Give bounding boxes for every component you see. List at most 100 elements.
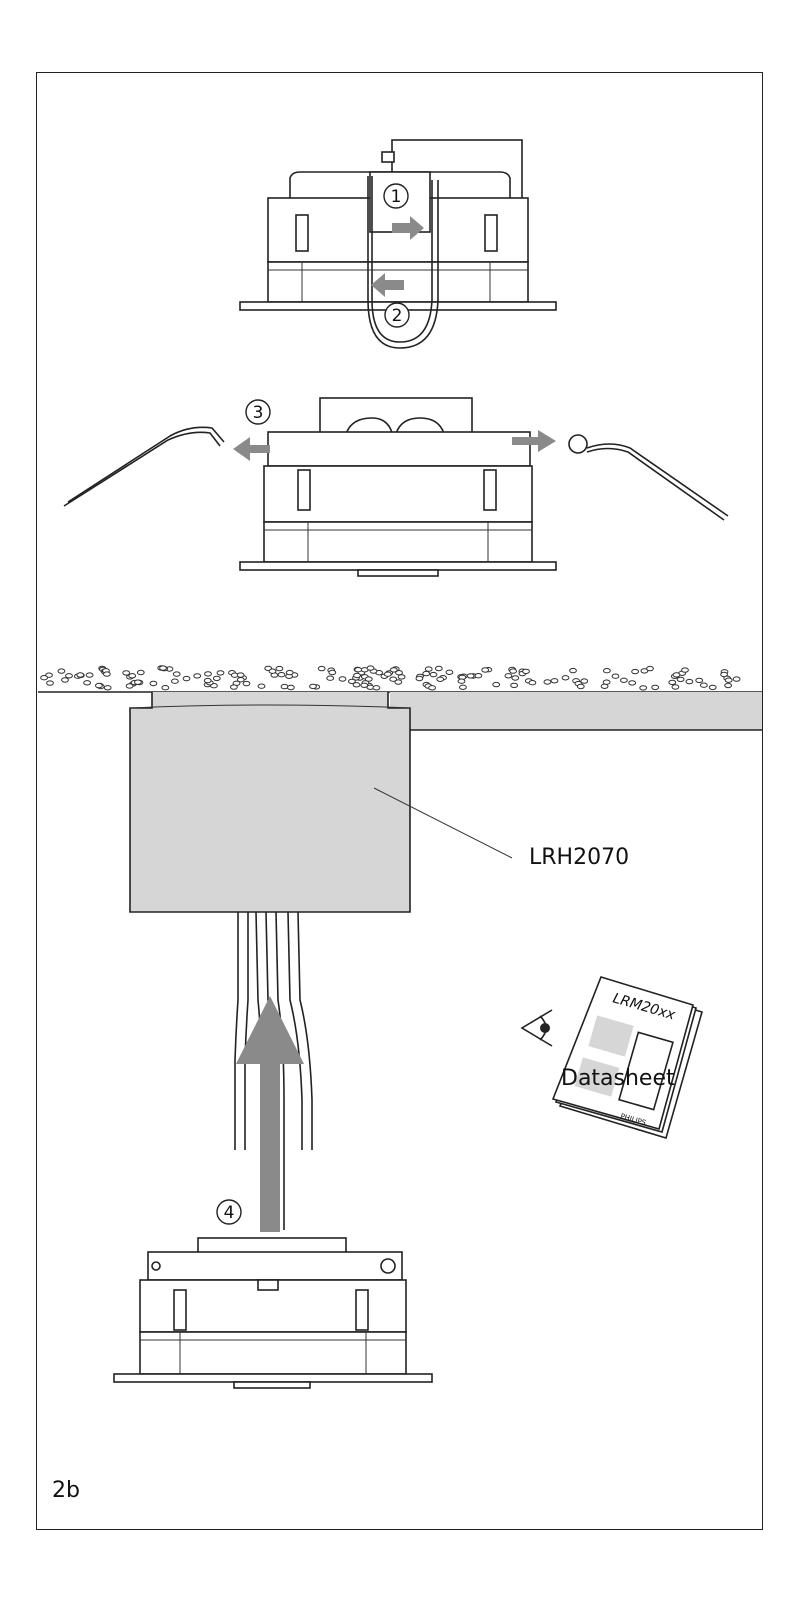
insulation-pebble bbox=[276, 666, 283, 670]
insulation-pebble bbox=[367, 666, 374, 670]
insulation-pebble bbox=[652, 685, 659, 689]
insulation-pebble bbox=[701, 683, 708, 687]
insulation-pebble bbox=[172, 679, 179, 683]
insulation-pebble bbox=[398, 675, 405, 679]
insulation-pebble bbox=[135, 680, 142, 684]
insulation-pebble bbox=[709, 685, 716, 689]
svg-text:2: 2 bbox=[392, 306, 403, 326]
insulation-pebble bbox=[77, 673, 84, 677]
insulation-pebble bbox=[621, 678, 628, 682]
step-badge-2: 2 bbox=[385, 303, 409, 327]
insulation-pebble bbox=[416, 676, 423, 680]
insulation-pebble bbox=[696, 678, 703, 682]
insulation-pebble bbox=[288, 685, 295, 689]
insulation-pebble bbox=[137, 670, 144, 674]
insulation-pebble bbox=[672, 685, 679, 689]
svg-text:3: 3 bbox=[253, 403, 264, 423]
insulation-pebble bbox=[562, 676, 569, 680]
insulation-pebble bbox=[217, 671, 224, 675]
insulation-pebble bbox=[84, 681, 91, 685]
insulation-pebble bbox=[329, 670, 336, 674]
insulation-pebble bbox=[194, 674, 201, 678]
insulation-pebble bbox=[365, 677, 372, 681]
ceiling-board bbox=[38, 692, 762, 912]
insulation-pebble bbox=[258, 684, 265, 688]
insulation-pebble bbox=[629, 681, 636, 685]
insulation-pebble bbox=[213, 676, 220, 680]
insulation-pebble bbox=[361, 683, 368, 687]
insulation-pebble bbox=[339, 677, 346, 681]
insulation-pebble bbox=[437, 677, 444, 681]
insulation-pebble bbox=[205, 672, 212, 676]
insulation-pebble bbox=[104, 686, 111, 690]
insulation-pebble bbox=[355, 668, 362, 672]
product-label: LRH2070 bbox=[529, 845, 629, 870]
insulation-pebble bbox=[237, 678, 244, 682]
insulation-pebble bbox=[150, 681, 157, 685]
insulation-pebble bbox=[603, 680, 610, 684]
insulation-pebble bbox=[725, 678, 732, 682]
fixture-middle bbox=[64, 398, 728, 576]
insulation-pebble bbox=[612, 674, 619, 678]
insulation-pebble bbox=[310, 684, 317, 688]
insulation-pebble bbox=[162, 686, 169, 690]
insulation-pebble bbox=[458, 679, 465, 683]
insulation-pebble bbox=[286, 670, 293, 674]
insulation-pebble bbox=[349, 679, 356, 683]
insulation-pebble bbox=[632, 669, 639, 673]
insulation-pebble bbox=[669, 680, 676, 684]
insulation-pebble bbox=[129, 674, 136, 678]
insulation-pebble bbox=[104, 672, 111, 676]
insulation-pebble bbox=[640, 686, 647, 690]
insulation-pebble bbox=[511, 683, 518, 687]
insulation-pebble bbox=[682, 668, 689, 672]
insulation-pebble bbox=[160, 666, 167, 670]
insulation-pebble bbox=[86, 673, 93, 677]
insulation-pebble bbox=[529, 681, 536, 685]
insulation-pebble bbox=[686, 679, 693, 683]
insulation-pebble bbox=[435, 666, 442, 670]
insulation-pebble bbox=[243, 681, 250, 685]
insulation-pebble bbox=[384, 672, 391, 676]
insulation-pebble bbox=[475, 674, 482, 678]
insulation-pebble bbox=[278, 673, 285, 677]
insulation-pebble bbox=[429, 686, 436, 690]
insulation-pebble bbox=[510, 669, 517, 673]
svg-text:4: 4 bbox=[224, 1203, 235, 1223]
insulation-pebble bbox=[647, 666, 654, 670]
step-badge-3: 3 bbox=[246, 400, 270, 424]
insulation-pebble bbox=[673, 673, 680, 677]
insulation-pebble bbox=[523, 669, 530, 673]
insulation-pebble bbox=[493, 682, 500, 686]
insulation-pebble bbox=[173, 672, 180, 676]
insulation-pebble bbox=[395, 680, 402, 684]
insulation-pebble bbox=[66, 674, 73, 678]
insulation-pebble bbox=[373, 686, 380, 690]
insulation-pebble bbox=[231, 685, 238, 689]
insulation-pebble bbox=[390, 668, 397, 672]
insulation-pebble bbox=[544, 680, 551, 684]
insulation-pebble bbox=[725, 683, 732, 687]
insulation-pebble bbox=[505, 674, 512, 678]
insulation-pebble bbox=[237, 673, 244, 677]
insulation-pebble bbox=[41, 676, 48, 680]
svg-text:1: 1 bbox=[391, 187, 402, 207]
insulation-pebble bbox=[570, 668, 577, 672]
insulation-pebble bbox=[423, 671, 430, 675]
datasheet-caption: Datasheet bbox=[561, 1066, 675, 1091]
eye-icon bbox=[522, 1010, 552, 1046]
insulation-pebble bbox=[425, 667, 432, 671]
insulation-pebble bbox=[430, 672, 437, 676]
step-badge-4: 4 bbox=[217, 1200, 241, 1224]
insulation-pebble bbox=[183, 676, 190, 680]
insulation-pebble bbox=[467, 674, 474, 678]
insulation-pebble bbox=[62, 678, 69, 682]
insulation-pebble bbox=[47, 681, 54, 685]
insulation-pebble bbox=[96, 683, 103, 687]
insulation-pebble bbox=[327, 676, 334, 680]
insulation-pebble bbox=[269, 669, 276, 673]
datasheet-booklet: LRM20xx PHILIPS bbox=[553, 977, 702, 1138]
insulation-pebble bbox=[446, 670, 453, 674]
insulation-pebble bbox=[577, 684, 584, 688]
